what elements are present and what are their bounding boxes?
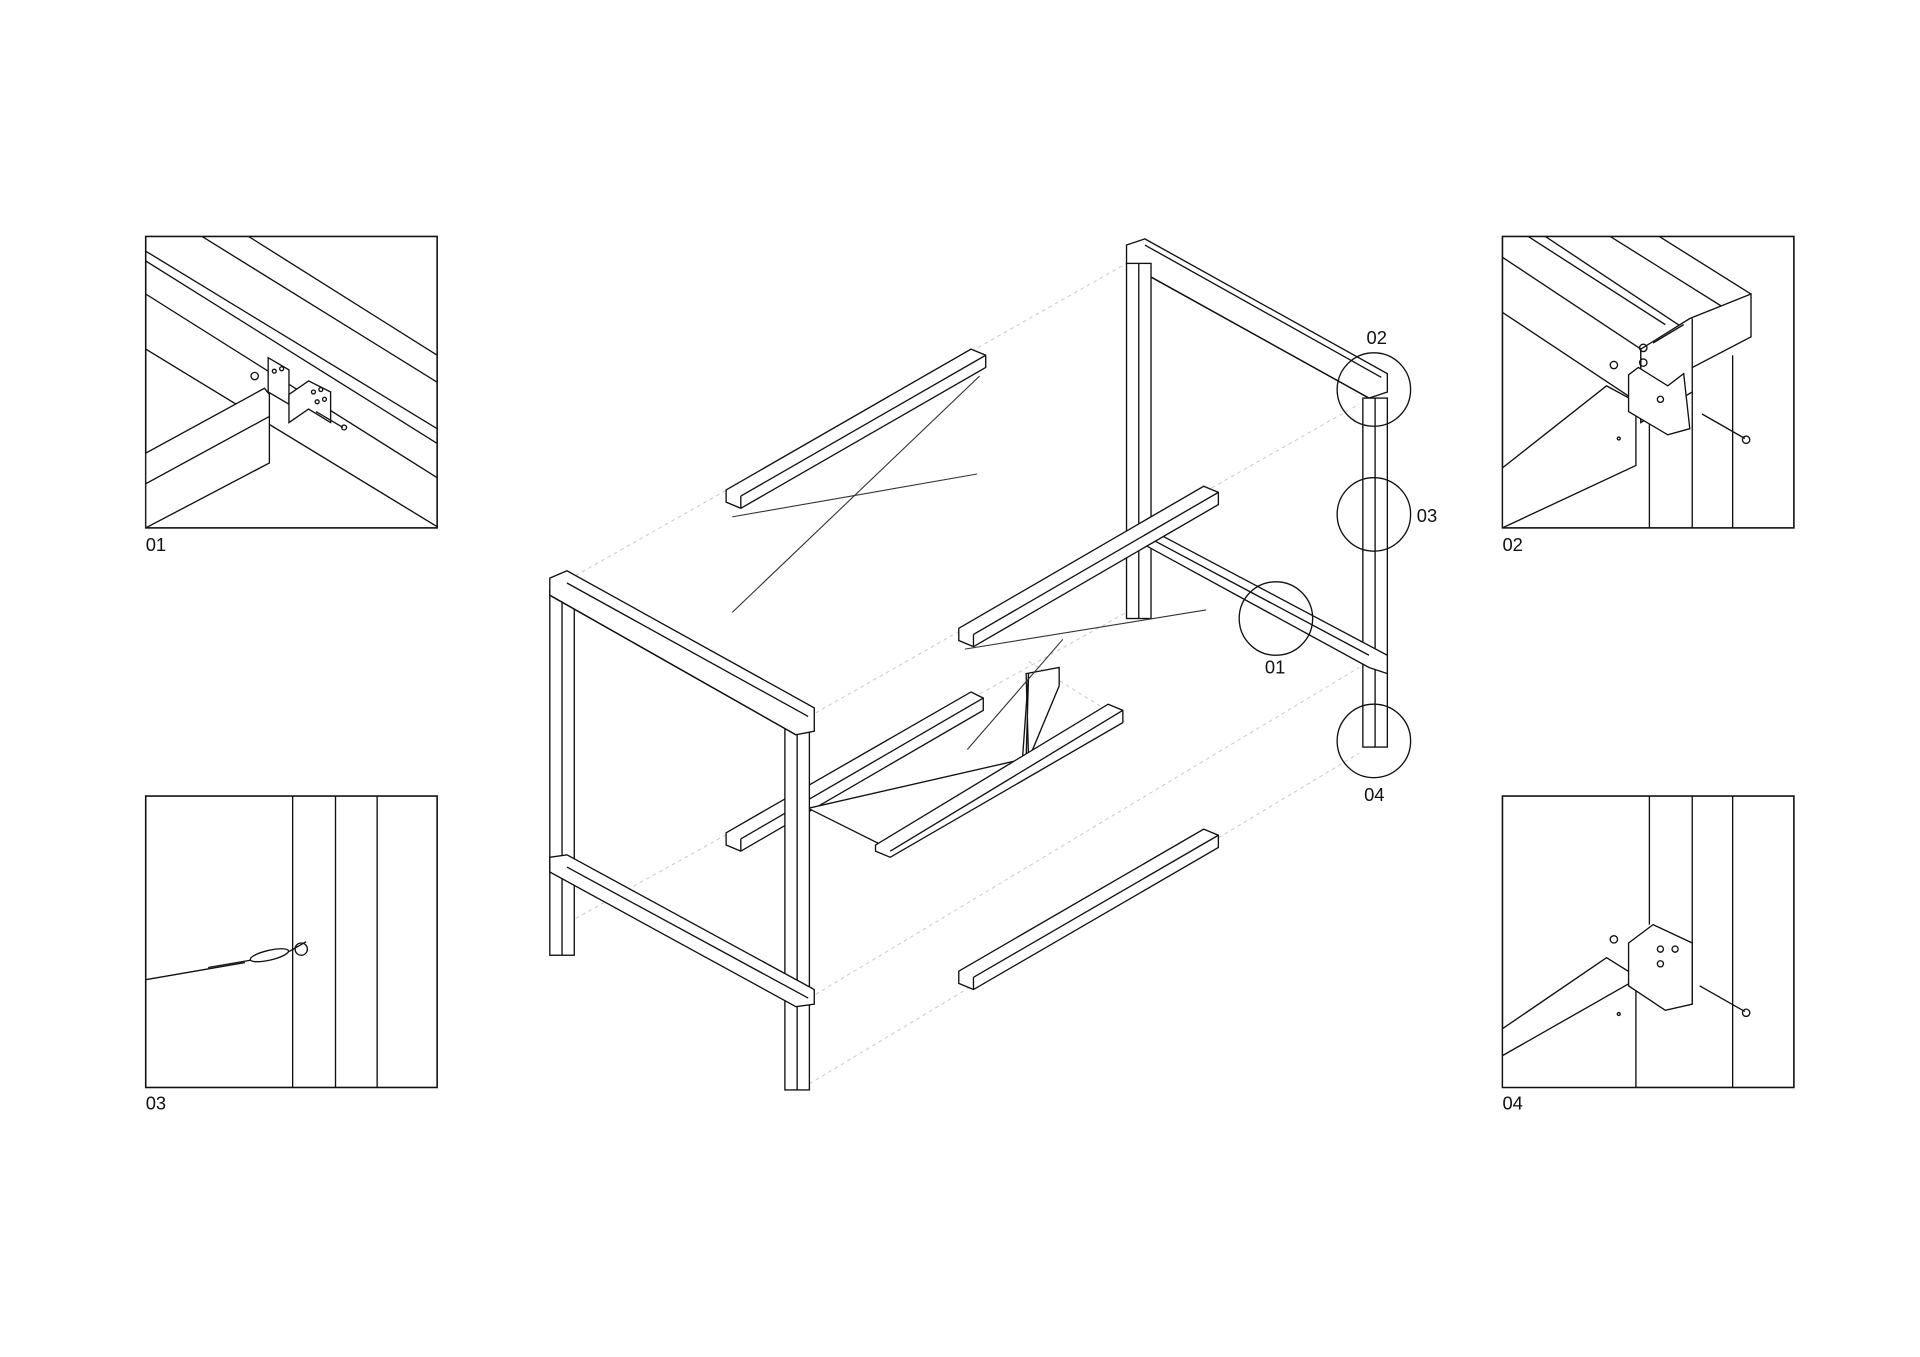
callout-label-03: 03: [1417, 505, 1437, 526]
detail-04-joint: [1502, 796, 1751, 1088]
callout-label-02: 02: [1367, 327, 1387, 348]
callout-circle-01: [1238, 581, 1314, 656]
turnbuckle-icon: [145, 941, 309, 981]
detail-label-01: 01: [146, 534, 166, 555]
detail-view-02: 02: [1501, 235, 1795, 555]
detail-01-joint: [145, 236, 438, 528]
detail-label-03: 03: [146, 1093, 166, 1114]
detail-view-03: 03: [144, 795, 438, 1114]
tension-cables: [731, 375, 1207, 750]
callout-label-01: 01: [1265, 657, 1285, 678]
detail-view-01: 01: [144, 235, 438, 555]
callout-markers: 02 03 01 04: [1238, 327, 1437, 805]
detail-label-02: 02: [1502, 534, 1522, 555]
detail-label-04: 04: [1502, 1093, 1522, 1114]
exploded-frame-assembly: 02 03 01 04: [549, 238, 1437, 1091]
front-frame: [549, 569, 815, 1091]
callout-label-04: 04: [1364, 784, 1384, 805]
callout-circle-03: [1336, 477, 1412, 552]
callout-circle-02: [1336, 352, 1412, 427]
detail-02-joint: [1502, 236, 1752, 528]
detail-view-04: 04: [1501, 795, 1795, 1114]
callout-circle-04: [1336, 703, 1412, 779]
back-frame: [1125, 238, 1389, 748]
